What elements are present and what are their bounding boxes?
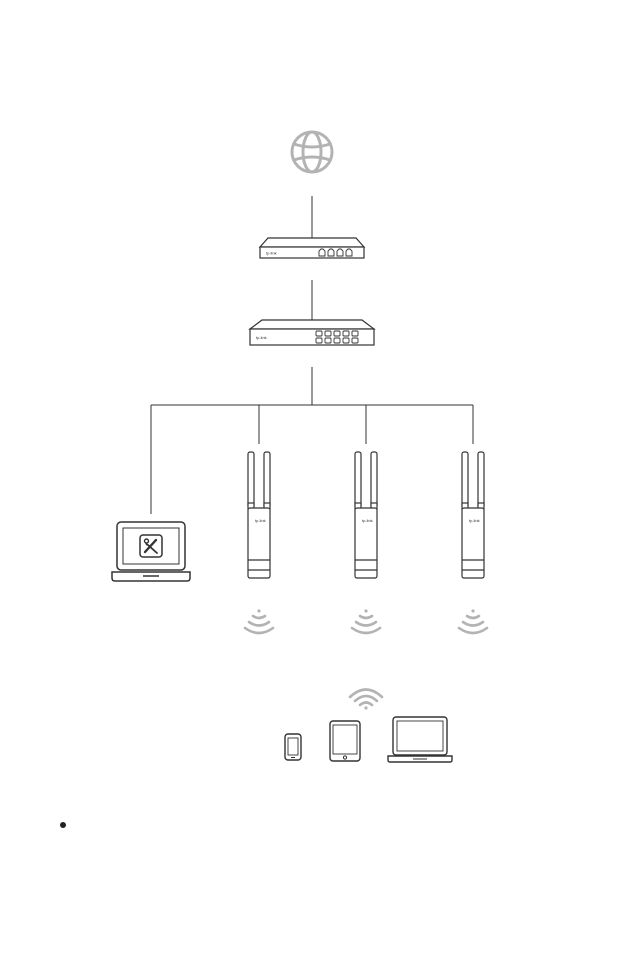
wifi-signal-icon [459,609,487,633]
switch-brand: tp-link [256,335,267,340]
globe-icon [292,132,332,172]
router-brand: tp-link [266,251,277,256]
management-laptop-icon [112,522,190,581]
switch-port [316,331,322,336]
switch-port [316,338,322,343]
switch-port [352,338,358,343]
router-port [346,249,352,256]
switch-port [334,331,340,336]
access-point-icon: tp-link [462,452,484,578]
ap-brand: tp-link [469,518,480,523]
laptop-icon [388,717,452,762]
wifi-signal-icon [352,609,380,633]
ap-antenna-right [371,452,377,508]
switch-port [352,331,358,336]
switch-port [325,331,331,336]
ap-brand: tp-link [362,518,373,523]
switch-port [325,338,331,343]
wifi-icon [350,690,382,710]
tools-icon [140,535,162,557]
router-port [319,249,325,256]
ap-antenna-right [264,452,270,508]
access-point-icon: tp-link [355,452,377,578]
wifi-signal-icon [245,609,273,633]
ap-signals-group [245,609,487,633]
access-points-group: tp-link tp-link tp-link [248,452,484,578]
router-port [337,249,343,256]
phone-icon [285,734,301,760]
switch-port [343,338,349,343]
router-icon: tp-link [260,238,364,258]
tablet-icon [330,721,360,761]
router-port [328,249,334,256]
ap-antenna-left [355,452,361,508]
access-point-icon: tp-link [248,452,270,578]
switch-icon: tp-link [250,320,374,345]
ap-antenna-right [478,452,484,508]
switch-port [343,331,349,336]
ap-antenna-left [462,452,468,508]
ap-antenna-left [248,452,254,508]
switch-port [334,338,340,343]
ap-brand: tp-link [255,518,266,523]
bullet-point [60,822,66,828]
